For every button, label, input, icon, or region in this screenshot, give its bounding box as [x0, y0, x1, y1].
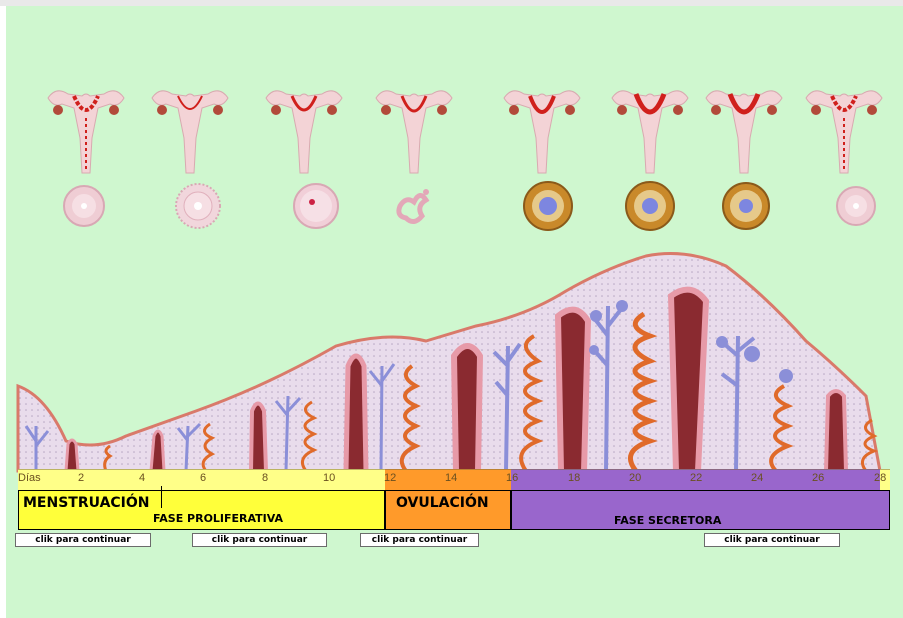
uterus-icon — [696, 78, 792, 178]
day-tick-label: 8 — [262, 472, 268, 484]
continue-button-proliferativa[interactable]: clik para continuar — [192, 533, 327, 547]
uterus-icon — [494, 78, 590, 178]
continue-button-menstruacion[interactable]: clik para continuar — [15, 533, 151, 547]
uterus-icon — [366, 78, 462, 178]
ovarian-follicle-icon — [826, 176, 886, 236]
uterus-icon — [602, 78, 698, 178]
menstruacion-label: MENSTRUACIÓN — [23, 495, 150, 511]
days-axis-label: Días — [18, 472, 41, 484]
day-tick-label: 28 — [874, 472, 886, 484]
day-tick-label: 22 — [690, 472, 702, 484]
corpus-luteum-icon — [716, 176, 776, 236]
proliferativa-label: FASE PROLIFERATIVA — [153, 512, 283, 525]
secretora-label: FASE SECRETORA — [614, 514, 721, 527]
ovarian-follicle-icon — [386, 176, 446, 236]
phase-block-ovulacion: OVULACIÓN — [385, 490, 511, 530]
ovarian-follicle-icon — [54, 176, 114, 236]
continue-button-secretora[interactable]: clik para continuar — [704, 533, 840, 547]
endometrium-illustration — [6, 246, 903, 486]
day-tick-label: 18 — [568, 472, 580, 484]
uterus-icon — [796, 78, 892, 178]
ovarian-follicle-icon — [286, 176, 346, 236]
corpus-luteum-icon — [518, 176, 578, 236]
continue-button-ovulacion[interactable]: clik para continuar — [360, 533, 479, 547]
uterus-icon — [256, 78, 352, 178]
day-tick-label: 20 — [629, 472, 641, 484]
day-tick-label: 12 — [384, 472, 396, 484]
day-tick-label: 2 — [78, 472, 84, 484]
ovulacion-label: OVULACIÓN — [396, 495, 489, 511]
day-tick-label: 10 — [323, 472, 335, 484]
day-tick-label: 14 — [445, 472, 457, 484]
day-tick-label: 16 — [506, 472, 518, 484]
day-tick-label: 4 — [139, 472, 145, 484]
uterus-icon — [38, 78, 134, 178]
day-tick-label: 6 — [200, 472, 206, 484]
phase-divider — [161, 486, 162, 508]
uterus-icon — [142, 78, 238, 178]
phase-block-secretora: FASE SECRETORA — [511, 490, 890, 530]
day-tick-label: 26 — [812, 472, 824, 484]
ovarian-follicle-icon — [168, 176, 228, 236]
corpus-luteum-icon — [620, 176, 680, 236]
phase-block-menstruacion-proliferativa: MENSTRUACIÓN FASE PROLIFERATIVA — [18, 490, 385, 530]
day-tick-label: 24 — [751, 472, 763, 484]
